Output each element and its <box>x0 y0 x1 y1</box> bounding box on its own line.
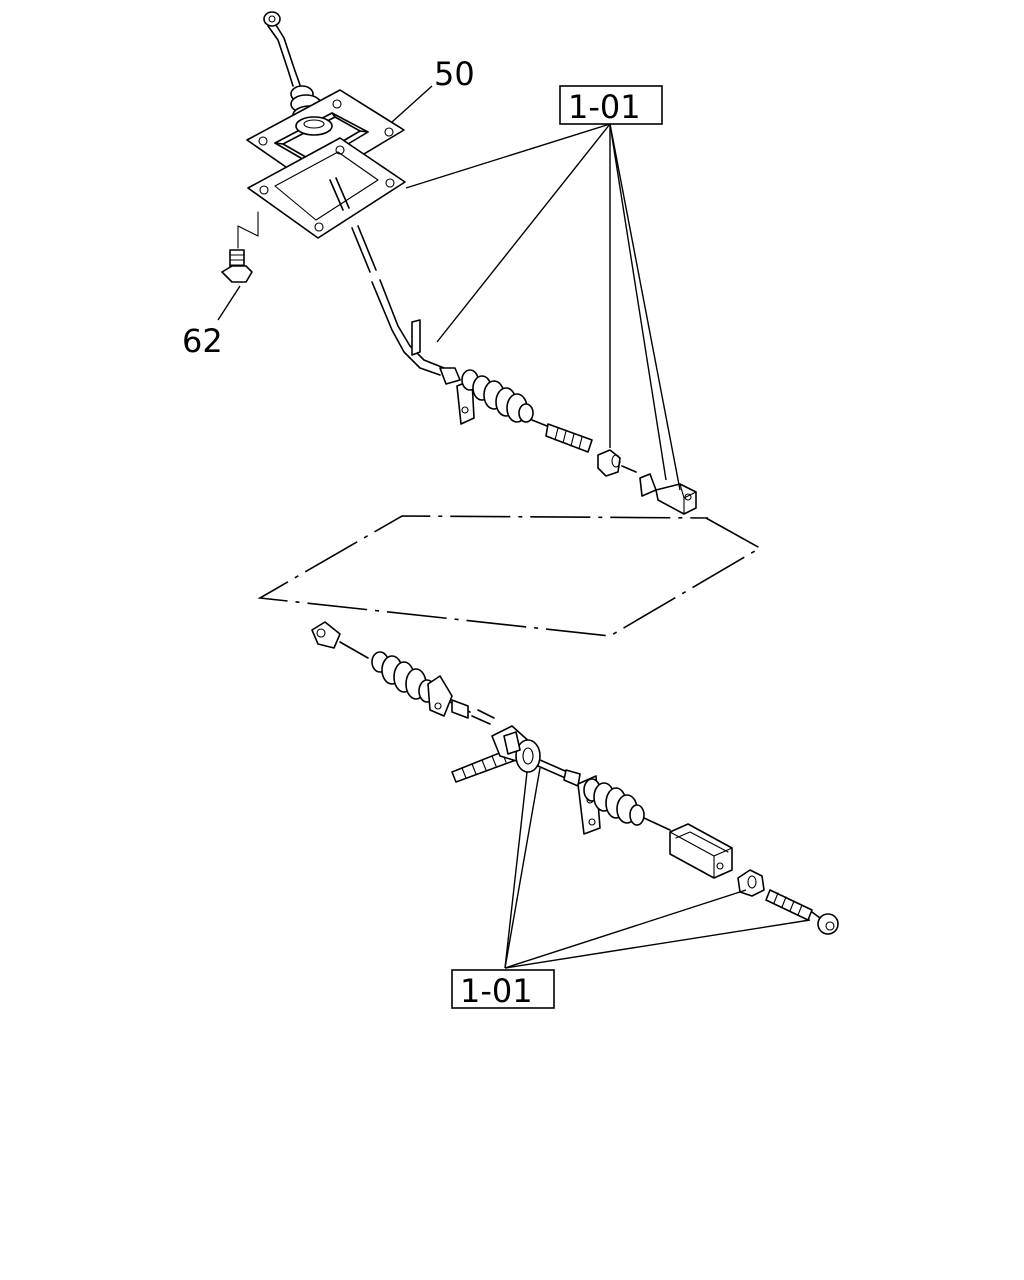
ref-box-bottom: 1-01 <box>451 969 555 1010</box>
shift-lever-base-plate <box>246 89 405 186</box>
callout-62: 62 <box>182 322 223 360</box>
ref-box-top-label: 1-01 <box>568 88 641 126</box>
gasket <box>247 137 406 239</box>
lower-control-cable <box>311 621 839 935</box>
leader-lines <box>217 85 811 969</box>
ref-box-top: 1-01 <box>559 85 663 126</box>
upper-control-cable <box>351 225 697 515</box>
bolt-62 <box>221 211 259 283</box>
upper-cable-bellows <box>461 369 534 423</box>
lower-cable-bellows-2 <box>583 778 645 826</box>
shift-lever-assembly <box>246 11 406 239</box>
connector-frame <box>257 515 762 637</box>
callout-50: 50 <box>434 55 475 93</box>
upper-end-bracket <box>639 473 697 515</box>
ref-box-bottom-label: 1-01 <box>460 972 533 1010</box>
lower-cable-bellows-1 <box>371 651 436 703</box>
rectangular-sleeve <box>669 823 733 879</box>
